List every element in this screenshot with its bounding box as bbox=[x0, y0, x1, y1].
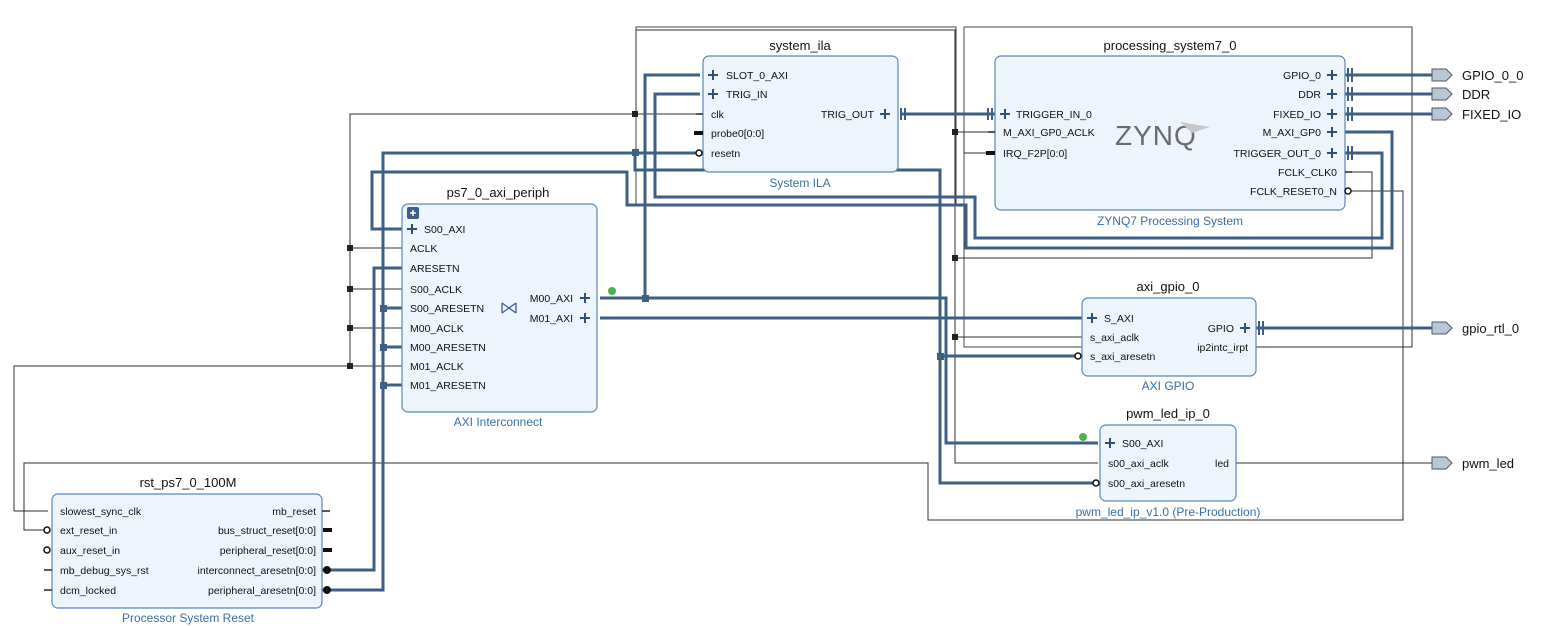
rst-pin-dcm[interactable]: dcm_locked bbox=[60, 585, 116, 597]
ila-pin-trig-out[interactable]: TRIG_OUT bbox=[821, 109, 875, 121]
plus-icon bbox=[880, 109, 890, 119]
pwm-pin-led[interactable]: led bbox=[1215, 458, 1229, 470]
plus-icon bbox=[1000, 109, 1010, 119]
ps7-pin-trigger-out[interactable]: TRIGGER_OUT_0 bbox=[1233, 148, 1321, 160]
pwm-title: pwm_led_ip_0 bbox=[1126, 406, 1210, 421]
ic-pin-m00-axi[interactable]: M00_AXI bbox=[530, 293, 573, 305]
ps7-pin-irq[interactable]: IRQ_F2P[0:0] bbox=[1003, 148, 1067, 160]
block-axi-gpio[interactable]: axi_gpio_0 AXI GPIO S_AXI s_axi_aclk s_a… bbox=[1074, 279, 1264, 393]
zynq-logo-swoosh-icon bbox=[1180, 122, 1210, 133]
ps7-pin-ddr[interactable]: DDR bbox=[1298, 89, 1321, 101]
ps7-pin-fixed-io[interactable]: FIXED_IO bbox=[1273, 109, 1321, 121]
plus-icon bbox=[1105, 438, 1115, 448]
ila-pin-trig-in[interactable]: TRIG_IN bbox=[726, 89, 767, 101]
ic-pin-m01-aresetn[interactable]: M01_ARESETN bbox=[410, 380, 486, 392]
plus-icon bbox=[1327, 109, 1337, 119]
ic-pin-m00-aclk[interactable]: M00_ACLK bbox=[410, 323, 464, 335]
external-port-gpio-0-0[interactable]: GPIO_0_0 bbox=[1431, 68, 1523, 83]
pwm-pin-s00-axi[interactable]: S00_AXI bbox=[1122, 438, 1163, 450]
ic-pin-m01-aclk[interactable]: M01_ACLK bbox=[410, 361, 464, 373]
rst-pin-mbdbg[interactable]: mb_debug_sys_rst bbox=[60, 565, 149, 577]
plus-icon bbox=[1327, 148, 1337, 158]
plus-icon bbox=[1327, 70, 1337, 80]
port-label: FIXED_IO bbox=[1462, 107, 1521, 122]
ila-pin-resetn[interactable]: resetn bbox=[711, 148, 740, 160]
ila-pin-slot0[interactable]: SLOT_0_AXI bbox=[726, 70, 788, 82]
plus-icon bbox=[580, 293, 590, 303]
ps7-pin-m-axi-aclk[interactable]: M_AXI_GP0_ACLK bbox=[1003, 127, 1095, 139]
external-port-gpio-rtl-0[interactable]: gpio_rtl_0 bbox=[1431, 321, 1519, 336]
external-port-fixed-io[interactable]: FIXED_IO bbox=[1431, 107, 1521, 122]
plus-icon bbox=[1087, 313, 1097, 323]
gpio-pin-s-axi[interactable]: S_AXI bbox=[1104, 313, 1134, 325]
rst-pin-periph-reset[interactable]: peripheral_reset[0:0] bbox=[220, 545, 316, 557]
ic-pin-aclk[interactable]: ACLK bbox=[410, 243, 437, 255]
ps7-pin-fclk[interactable]: FCLK_CLK0 bbox=[1278, 167, 1337, 179]
ic-pin-aresetn[interactable]: ARESETN bbox=[410, 263, 460, 275]
gpio-pin-aresetn[interactable]: s_axi_aresetn bbox=[1090, 351, 1156, 363]
axi-periph-title: ps7_0_axi_periph bbox=[447, 185, 550, 200]
external-port-ddr[interactable]: DDR bbox=[1431, 87, 1490, 102]
port-label: GPIO_0_0 bbox=[1462, 68, 1523, 83]
ic-pin-s00-aclk[interactable]: S00_ACLK bbox=[410, 284, 462, 296]
pwm-pin-aclk[interactable]: s00_axi_aclk bbox=[1108, 458, 1169, 470]
system-ila-type: System ILA bbox=[769, 176, 830, 190]
rst-pin-ext[interactable]: ext_reset_in bbox=[60, 525, 117, 537]
gpio-pin-aclk[interactable]: s_axi_aclk bbox=[1090, 332, 1140, 344]
gpio-pin-gpio[interactable]: GPIO bbox=[1208, 323, 1234, 335]
port-label: pwm_led bbox=[1462, 456, 1514, 471]
ic-pin-m00-aresetn[interactable]: M00_ARESETN bbox=[410, 342, 486, 354]
rst-pin-periph-aresetn[interactable]: peripheral_aresetn[0:0] bbox=[208, 585, 316, 597]
ic-pin-m01-axi[interactable]: M01_AXI bbox=[530, 313, 573, 325]
plus-icon bbox=[708, 70, 718, 80]
rst-pin-mb-reset[interactable]: mb_reset bbox=[272, 506, 316, 518]
plus-icon bbox=[1240, 323, 1250, 333]
ps7-type: ZYNQ7 Processing System bbox=[1097, 214, 1243, 228]
ps7-title: processing_system7_0 bbox=[1104, 38, 1237, 53]
gpio-title: axi_gpio_0 bbox=[1137, 279, 1200, 294]
ps7-pin-gpio[interactable]: GPIO_0 bbox=[1283, 70, 1321, 82]
ic-pin-s00-axi[interactable]: S00_AXI bbox=[424, 224, 465, 236]
plus-icon bbox=[708, 89, 718, 99]
block-processor-system-reset[interactable]: rst_ps7_0_100M Processor System Reset sl… bbox=[43, 475, 332, 625]
gpio-pin-irpt[interactable]: ip2intc_irpt bbox=[1197, 342, 1248, 354]
debug-marker-icon bbox=[1079, 433, 1087, 441]
rst-pin-bus-struct[interactable]: bus_struct_reset[0:0] bbox=[218, 525, 316, 537]
rst-pin-ic-aresetn[interactable]: interconnect_aresetn[0:0] bbox=[198, 565, 317, 577]
ps7-pin-trigger-in[interactable]: TRIGGER_IN_0 bbox=[1016, 109, 1092, 121]
gpio-type: AXI GPIO bbox=[1142, 379, 1195, 393]
expand-icon[interactable] bbox=[407, 207, 419, 219]
plus-icon bbox=[1327, 127, 1337, 137]
debug-marker-icon bbox=[608, 287, 616, 295]
axi-periph-type: AXI Interconnect bbox=[454, 415, 543, 429]
port-label: gpio_rtl_0 bbox=[1462, 321, 1519, 336]
plus-icon bbox=[407, 224, 417, 234]
ic-pin-s00-aresetn[interactable]: S00_ARESETN bbox=[410, 303, 484, 315]
ila-pin-probe0[interactable]: probe0[0:0] bbox=[711, 128, 764, 140]
crossbar-icon bbox=[501, 302, 517, 314]
rst-pin-slowest[interactable]: slowest_sync_clk bbox=[60, 506, 142, 518]
port-label: DDR bbox=[1462, 87, 1490, 102]
pwm-type: pwm_led_ip_v1.0 (Pre-Production) bbox=[1076, 505, 1261, 519]
block-system-ila[interactable]: system_ila System ILA SLOT_0_AXI TRIG_IN… bbox=[694, 38, 906, 190]
block-processing-system7[interactable]: processing_system7_0 ZYNQ7 Processing Sy… bbox=[986, 38, 1353, 228]
system-ila-title: system_ila bbox=[769, 38, 831, 53]
zynq-logo: ZYNQ bbox=[1115, 120, 1197, 151]
block-pwm-led-ip[interactable]: pwm_led_ip_0 pwm_led_ip_v1.0 (Pre-Produc… bbox=[1076, 406, 1261, 519]
rst-type: Processor System Reset bbox=[122, 611, 255, 625]
block-axi-interconnect[interactable]: ps7_0_axi_periph AXI Interconnect S00_AX… bbox=[401, 185, 616, 429]
external-port-pwm-led[interactable]: pwm_led bbox=[1431, 456, 1514, 471]
plus-icon bbox=[580, 313, 590, 323]
ps7-pin-fclk-reset[interactable]: FCLK_RESET0_N bbox=[1250, 186, 1337, 198]
plus-icon bbox=[1327, 89, 1337, 99]
ila-pin-clk[interactable]: clk bbox=[711, 109, 725, 121]
junction-dots bbox=[347, 111, 958, 389]
pwm-pin-aresetn[interactable]: s00_axi_aresetn bbox=[1108, 478, 1185, 490]
ps7-pin-m-axi-gp0[interactable]: M_AXI_GP0 bbox=[1263, 127, 1322, 139]
rst-pin-aux[interactable]: aux_reset_in bbox=[60, 545, 120, 557]
rst-title: rst_ps7_0_100M bbox=[140, 475, 237, 490]
